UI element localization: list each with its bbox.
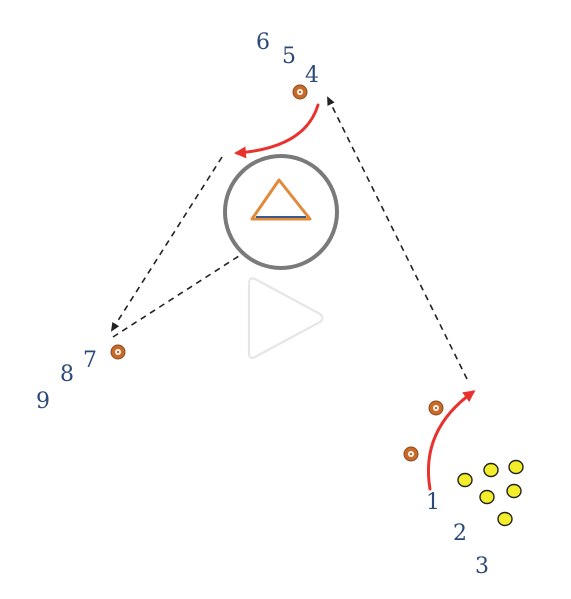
ball-icon [506,483,522,499]
player-number-3: 3 [475,554,489,579]
player-number-9: 9 [36,389,50,414]
pass-lines [110,96,468,380]
ball-icon [479,489,495,505]
coach-station [223,154,339,270]
cones [110,84,444,462]
player-number-5: 5 [282,44,296,69]
coach-circle [223,154,339,270]
player-number-2: 2 [453,521,467,546]
cone-icon [428,400,444,416]
player-number-4: 4 [305,63,319,88]
player-number-8: 8 [60,362,74,387]
ball-icon [508,459,524,475]
pass-line-bottom-to-top [327,96,468,380]
player-runs [234,103,476,491]
coach-triangle-icon [250,178,312,221]
ball-icon [457,472,473,488]
player-number-7: 7 [83,348,97,373]
cone-icon [110,344,126,360]
player-number-1: 1 [426,490,440,515]
cone-icon [292,84,308,100]
pass-line-top-to-left [110,156,223,332]
play-icon[interactable] [247,277,324,359]
ball-icon [497,511,513,527]
ball-icon [483,462,499,478]
curved-run-top [234,103,320,159]
pass-line-left-to-coach [112,216,300,338]
player-numbers: 6 5 4 7 8 9 1 2 3 [36,30,489,579]
cone-icon [403,446,419,462]
player-number-6: 6 [256,30,270,55]
curved-run-bottom [426,390,476,491]
balls [457,459,524,527]
